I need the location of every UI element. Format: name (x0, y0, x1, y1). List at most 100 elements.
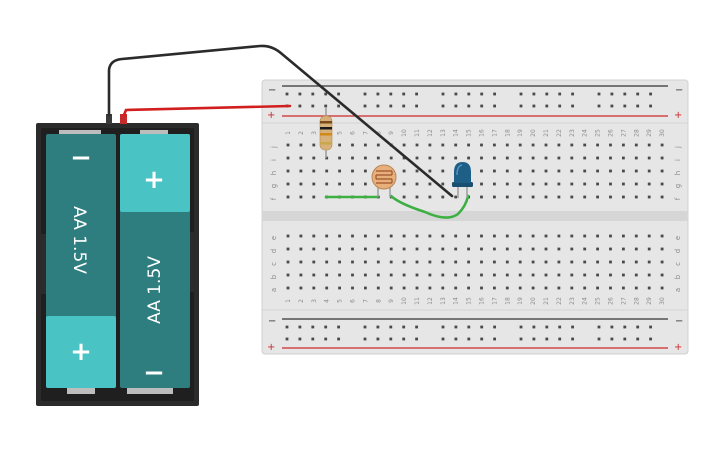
hole-g22[interactable] (557, 182, 561, 186)
hole-j17[interactable] (493, 143, 496, 147)
top-rail-negative-hole[interactable] (324, 92, 328, 96)
hole-j26[interactable] (609, 143, 612, 147)
hole-h22[interactable] (557, 169, 561, 173)
top-rail-negative-hole[interactable] (363, 92, 367, 96)
top-rail-negative-hole[interactable] (402, 92, 406, 96)
hole-f20[interactable] (531, 195, 535, 199)
hole-i30[interactable] (660, 156, 664, 160)
hole-b9[interactable] (389, 273, 393, 277)
bottom-rail-negative-hole[interactable] (571, 325, 574, 329)
hole-i27[interactable] (622, 156, 625, 160)
bottom-rail-positive-hole[interactable] (636, 337, 640, 341)
hole-i18[interactable] (505, 156, 509, 160)
hole-i5[interactable] (338, 156, 341, 160)
bottom-rail-negative-hole[interactable] (636, 325, 640, 329)
hole-b30[interactable] (660, 273, 664, 277)
hole-g7[interactable] (364, 182, 367, 186)
hole-i8[interactable] (376, 156, 380, 160)
hole-c8[interactable] (376, 260, 380, 264)
hole-c28[interactable] (634, 260, 638, 264)
hole-e8[interactable] (376, 234, 380, 238)
hole-j1[interactable] (286, 143, 290, 147)
top-rail-positive-hole[interactable] (376, 104, 380, 108)
hole-e13[interactable] (441, 234, 445, 238)
hole-b28[interactable] (634, 273, 638, 277)
hole-h24[interactable] (583, 169, 587, 173)
hole-g5[interactable] (338, 182, 341, 186)
hole-d4[interactable] (325, 247, 329, 251)
hole-c3[interactable] (312, 260, 316, 264)
hole-j2[interactable] (299, 143, 303, 147)
hole-h27[interactable] (622, 169, 625, 173)
hole-a14[interactable] (454, 286, 458, 290)
hole-g18[interactable] (505, 182, 509, 186)
hole-h5[interactable] (338, 169, 341, 173)
hole-d8[interactable] (376, 247, 380, 251)
hole-b8[interactable] (376, 273, 380, 277)
hole-i23[interactable] (570, 156, 574, 160)
hole-j22[interactable] (557, 143, 561, 147)
hole-d9[interactable] (389, 247, 393, 251)
hole-h13[interactable] (441, 169, 445, 173)
hole-e12[interactable] (428, 234, 432, 238)
hole-i14[interactable] (454, 156, 458, 160)
bottom-rail-negative-hole[interactable] (610, 325, 614, 329)
hole-b15[interactable] (467, 273, 470, 277)
hole-e5[interactable] (338, 234, 341, 238)
bottom-rail-negative-hole[interactable] (558, 325, 562, 329)
hole-j12[interactable] (428, 143, 432, 147)
top-rail-positive-hole[interactable] (558, 104, 562, 108)
top-rail-negative-hole[interactable] (285, 92, 289, 96)
top-rail-negative-hole[interactable] (480, 92, 484, 96)
hole-f29[interactable] (647, 195, 651, 199)
top-rail-negative-hole[interactable] (636, 92, 640, 96)
hole-e25[interactable] (596, 234, 599, 238)
top-rail-negative-hole[interactable] (597, 92, 601, 96)
hole-d18[interactable] (505, 247, 509, 251)
top-rail-negative-hole[interactable] (441, 92, 445, 96)
top-rail-positive-hole[interactable] (298, 104, 302, 108)
top-rail-positive-hole[interactable] (337, 104, 340, 108)
hole-b19[interactable] (518, 273, 522, 277)
hole-c11[interactable] (415, 260, 419, 264)
top-rail-negative-hole[interactable] (558, 92, 562, 96)
hole-f21[interactable] (544, 195, 548, 199)
hole-a11[interactable] (415, 286, 419, 290)
bottom-rail-positive-hole[interactable] (324, 337, 328, 341)
hole-d10[interactable] (402, 247, 406, 251)
hole-j19[interactable] (518, 143, 522, 147)
hole-j16[interactable] (480, 143, 483, 147)
hole-a1[interactable] (286, 286, 290, 290)
hole-f30[interactable] (660, 195, 664, 199)
bottom-rail-positive-hole[interactable] (298, 337, 302, 341)
hole-c30[interactable] (660, 260, 664, 264)
hole-g21[interactable] (544, 182, 548, 186)
hole-g6[interactable] (351, 182, 354, 186)
hole-i3[interactable] (312, 156, 316, 160)
hole-d11[interactable] (415, 247, 419, 251)
bottom-rail-negative-hole[interactable] (623, 325, 627, 329)
hole-j6[interactable] (351, 143, 354, 147)
bottom-rail-negative-hole[interactable] (480, 325, 484, 329)
hole-e11[interactable] (415, 234, 419, 238)
hole-f16[interactable] (480, 195, 483, 199)
bottom-rail-positive-hole[interactable] (610, 337, 614, 341)
hole-j24[interactable] (583, 143, 587, 147)
hole-d24[interactable] (583, 247, 587, 251)
hole-i16[interactable] (480, 156, 483, 160)
hole-b14[interactable] (454, 273, 458, 277)
hole-c24[interactable] (583, 260, 587, 264)
hole-g23[interactable] (570, 182, 574, 186)
top-rail-negative-hole[interactable] (545, 92, 549, 96)
hole-a23[interactable] (570, 286, 574, 290)
hole-b29[interactable] (647, 273, 651, 277)
hole-d13[interactable] (441, 247, 445, 251)
hole-j25[interactable] (596, 143, 599, 147)
top-rail-negative-hole[interactable] (623, 92, 627, 96)
bottom-rail-negative-hole[interactable] (376, 325, 380, 329)
hole-i19[interactable] (518, 156, 522, 160)
hole-d21[interactable] (544, 247, 548, 251)
bottom-rail-positive-hole[interactable] (467, 337, 471, 341)
hole-h1[interactable] (286, 169, 290, 173)
battery-negative-terminal[interactable] (106, 114, 112, 124)
